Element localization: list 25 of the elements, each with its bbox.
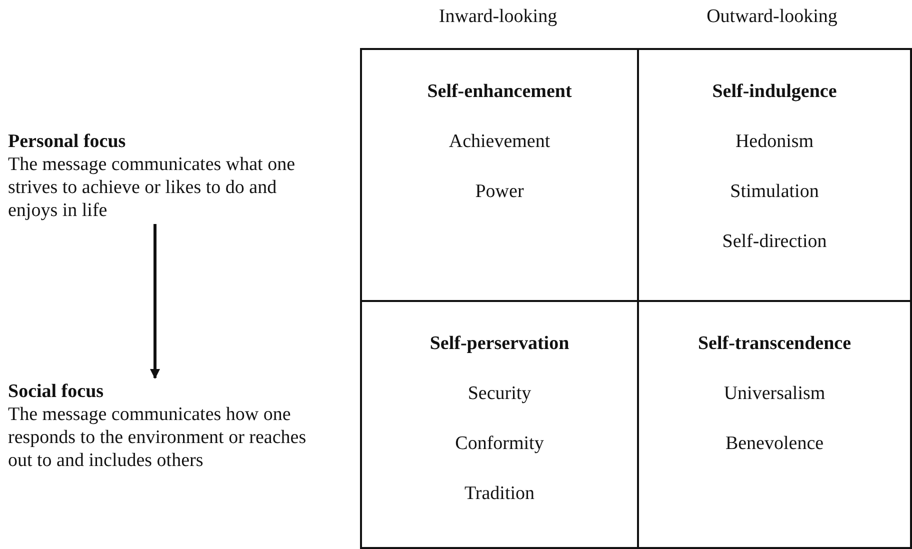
description-text: The message communicates what one strives to achieve or likes to do and enjoys in life [8,153,296,222]
value-name: Universalism [722,382,826,405]
quadrant-heading: Self-indulgence [711,80,838,103]
value-name: Power [474,180,525,203]
value-name: Conformity [454,432,545,455]
column-header: Outward-looking [706,6,838,28]
column-header: Inward-looking [438,6,558,28]
focus-heading: Social focus [8,380,105,403]
description-text: The message communicates how one responds to the environment or reaches out to and includes others [8,403,308,472]
value-name: Achievement [448,130,552,153]
arrow [150,224,160,379]
value-name: Hedonism [734,130,815,153]
value-name: Self-direction [721,230,828,253]
quadrant-heading: Self-perservation [428,332,570,355]
quadrant-cell [637,48,912,302]
quadrant-cell [360,48,639,302]
quadrant-heading: Self-transcendence [696,332,852,355]
value-name: Stimulation [729,180,820,203]
focus-heading: Personal focus [8,130,127,153]
value-name: Benevolence [724,432,825,455]
quadrant-heading: Self-enhancement [426,80,573,103]
quadrant-cell [360,300,639,549]
value-name: Tradition [463,482,536,505]
quadrant-cell [637,300,912,549]
value-name: Security [466,382,532,405]
